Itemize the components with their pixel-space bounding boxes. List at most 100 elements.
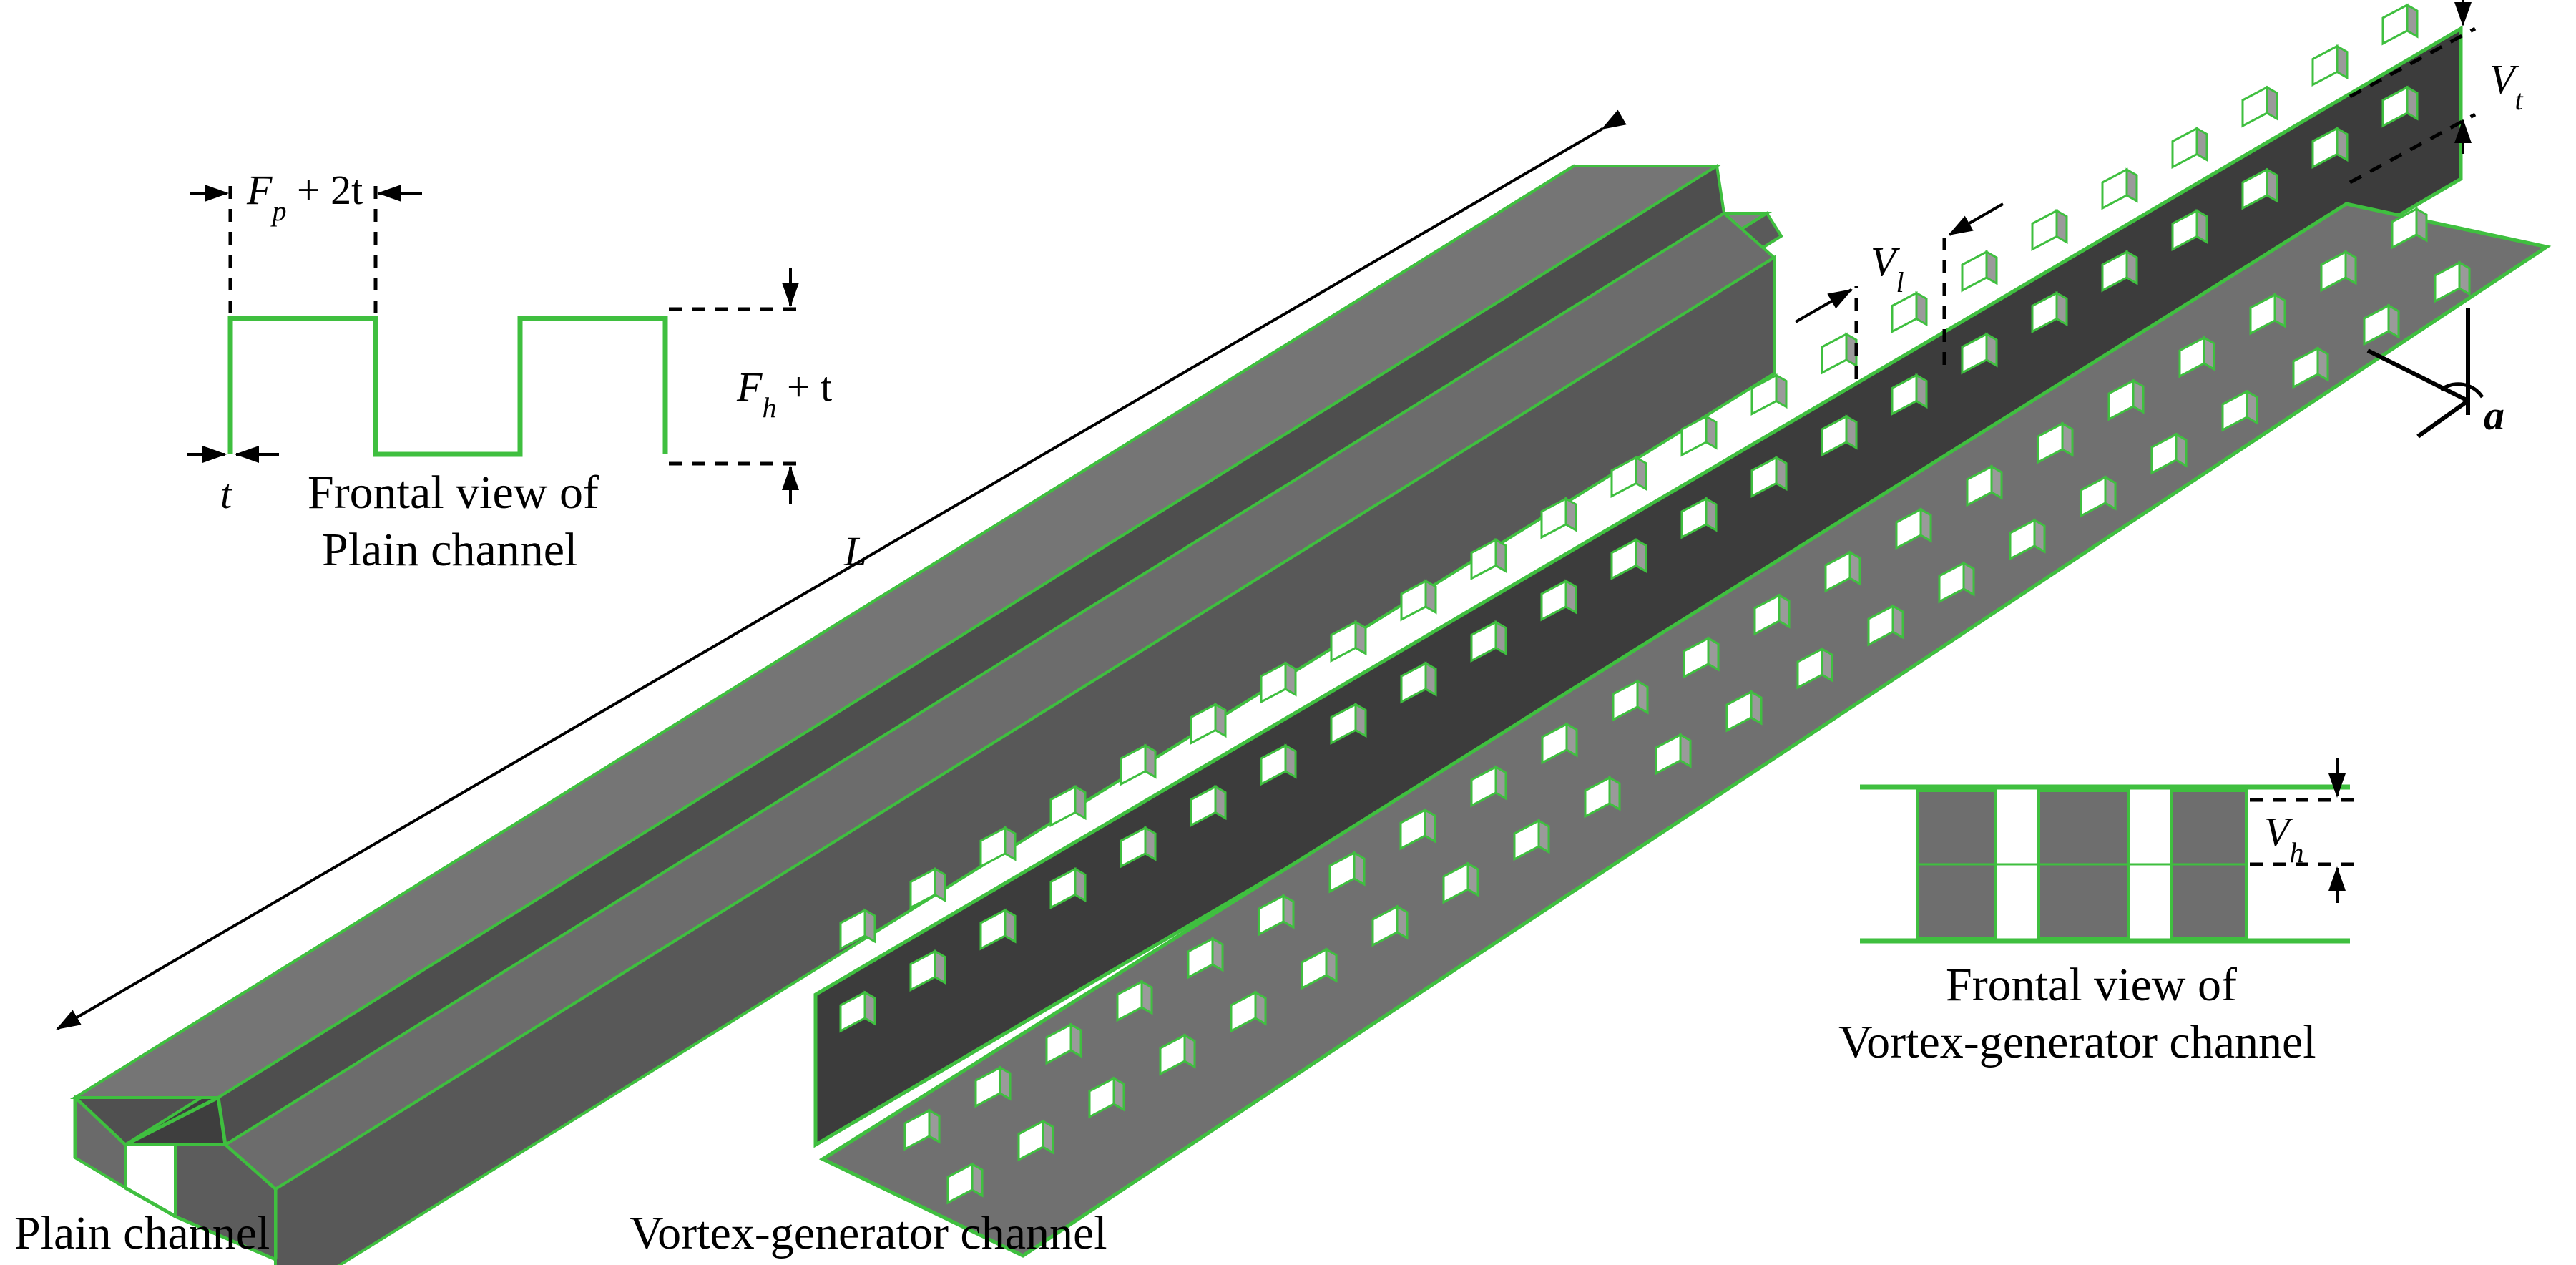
plain-end-face (74, 1094, 127, 1191)
vg-lower-tab (1116, 980, 1153, 1022)
vg-lower-tab (1470, 765, 1507, 808)
vg-upper-tab (2101, 250, 2138, 293)
vg-longitudinal-dimension: Vl (1795, 202, 2004, 379)
vg-lower-tab (1612, 679, 1649, 722)
vg-lower-tab (903, 1108, 941, 1151)
vg-lower-tab (1753, 593, 1791, 636)
vg-lower-tab (1399, 808, 1436, 851)
vg-lower-tab (1442, 861, 1479, 904)
plain-frontal-caption-1: Frontal view of (308, 467, 599, 519)
length-label: L (843, 528, 867, 575)
vg-lower-tab (1371, 904, 1409, 947)
vg-upper-tab (1330, 620, 1367, 663)
angle-label: a (2484, 392, 2504, 439)
vg-lower-tab (2320, 250, 2357, 293)
vg-upper-tab (1330, 702, 1367, 745)
vg-upper-tab (1891, 290, 1928, 333)
vg-lower-tab (1088, 1076, 1125, 1119)
vg-lower-tab (1017, 1119, 1054, 1162)
vortex-generator-channel-3d (813, 3, 2552, 1258)
vg-lower-tab (2037, 421, 2074, 464)
vg-upper-tab (1260, 743, 1297, 786)
vg-lower-tab (1301, 947, 1338, 990)
fin-pitch-label: Fp + 2t (246, 167, 363, 227)
vg-upper-tab (1821, 414, 1858, 457)
vg-angle-indicator: a (2366, 308, 2504, 439)
vg-lower-tab (1867, 604, 1904, 647)
vg-lower-tab (1966, 464, 2003, 507)
vortex-channel-caption: Vortex-generator channel (630, 1207, 1107, 1259)
vg-upper-tab (1120, 743, 1157, 786)
vg-upper-tab (1400, 579, 1437, 622)
vg-upper-tab (1680, 497, 1718, 539)
vg-upper-tab (1470, 537, 1507, 580)
vg-lower-tab (2080, 475, 2117, 518)
vg-lower-tab (1513, 819, 1550, 861)
vg-lower-tab (1683, 636, 1720, 679)
vg-upper-tab (1680, 414, 1718, 457)
vg-lower-tab (2363, 303, 2400, 346)
vg-lower-tab (1938, 561, 1975, 604)
vg-lower-tab (2178, 336, 2215, 378)
vg-upper-tab (2031, 290, 2068, 333)
plain-channel-frontal-view: Fp + 2t Fh + t t Frontal view of Plain c… (187, 167, 832, 576)
vortex-frontal-caption-1: Frontal view of (1946, 959, 2237, 1011)
vortex-channel-frontal-view: Vh Frontal view of Vortex-generator chan… (1838, 758, 2354, 1068)
vg-lower-tab (1230, 990, 1267, 1033)
vg-upper-tab (1400, 661, 1437, 704)
vg-upper-tab (979, 826, 1017, 869)
thickness-label: t (220, 471, 233, 517)
vg-upper-tab (1049, 784, 1087, 827)
vg-upper-tab (1891, 373, 1928, 416)
vg-upper-tab (839, 990, 876, 1033)
vg-lower-tab (2150, 432, 2188, 475)
vg-upper-tab (2171, 126, 2208, 169)
vg-lower-tab (1824, 550, 1861, 593)
vortex-frontal-caption-2: Vortex-generator channel (1838, 1016, 2316, 1068)
vg-upper-tab (909, 949, 946, 992)
vg-upper-tab (1190, 784, 1227, 827)
vg-upper-tab (2241, 167, 2278, 210)
vg-upper-tab (1750, 373, 1788, 416)
vg-lower-tab (1159, 1033, 1196, 1076)
length-dimension-line (56, 109, 1627, 1030)
vg-upper-tab (2101, 167, 2138, 210)
plain-channel-caption: Plain channel (14, 1207, 270, 1259)
vg-upper-tab (1750, 455, 1788, 498)
vg-upper-tab (1190, 702, 1227, 745)
vg-lower-tab (1655, 733, 1692, 776)
plain-frontal-caption-2: Plain channel (322, 524, 577, 576)
vg-upper-tab (1610, 455, 1647, 498)
vg-upper-tab (1610, 537, 1647, 580)
vg-lower-tab (2107, 378, 2145, 421)
vg-lower-tab (1258, 894, 1295, 937)
vg-longitudinal-label: Vl (1871, 238, 1904, 298)
vg-upper-tab (1961, 250, 1998, 293)
vg-upper-tab (2171, 208, 2208, 251)
vg-lower-tab (1045, 1022, 1082, 1065)
vg-upper-tab (979, 908, 1017, 951)
vg-upper-tab (2311, 126, 2349, 169)
vg-upper-tab (1470, 620, 1507, 663)
vg-lower-tab (1328, 851, 1366, 894)
vg-lower-tab (2434, 260, 2471, 303)
vg-lower-plate-generators (903, 207, 2471, 1205)
vg-lower-tab (2292, 346, 2329, 389)
vg-upper-tab (2311, 44, 2349, 87)
vg-lower-tab (1584, 776, 1621, 819)
vg-lower-tab (1725, 690, 1763, 733)
vg-upper-tab (839, 908, 876, 951)
vg-upper-wall-generators (839, 3, 2419, 1033)
fin-height-label: Fh + t (736, 363, 832, 424)
vg-transverse-label: Vt (2489, 56, 2523, 116)
plain-frontal-profile (227, 316, 668, 457)
vg-lower-tab (2391, 207, 2428, 250)
vg-upper-tab (1260, 661, 1297, 704)
vg-upper-tab (1540, 497, 1577, 539)
vg-upper-tab (1540, 579, 1577, 622)
vg-upper-tab (1049, 866, 1087, 909)
vg-lower-tab (1187, 937, 1224, 980)
vg-lower-tab (1895, 507, 1932, 550)
vg-upper-tab (1821, 332, 1858, 375)
